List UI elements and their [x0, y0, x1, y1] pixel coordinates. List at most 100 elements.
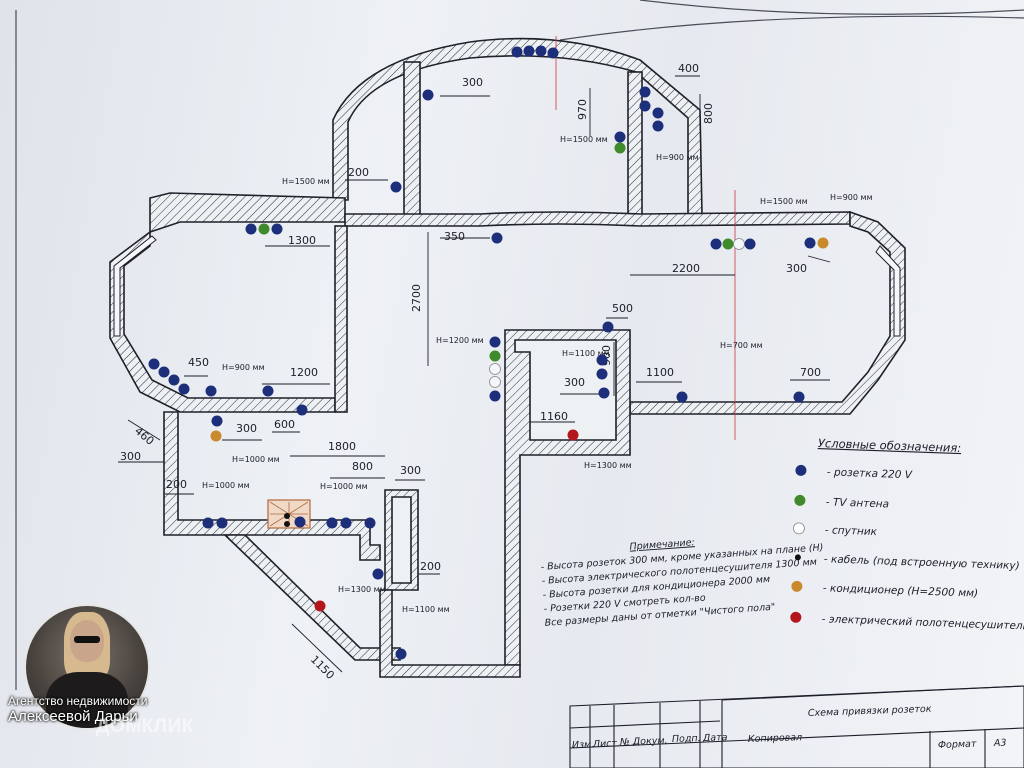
h-label: H=900 мм: [830, 193, 873, 202]
title-block: [569, 685, 1024, 768]
socket-220v-icon: [390, 181, 402, 193]
socket-220v-icon: [168, 374, 180, 386]
agency-line2: Алексеевой Дарьи: [8, 708, 138, 725]
h-label: H=900 мм: [656, 153, 699, 162]
h-label: H=1100 мм: [562, 349, 610, 358]
legend-label: - спутник: [825, 524, 878, 538]
h-label: H=1200 мм: [436, 336, 484, 345]
h-label: H=1000 мм: [232, 455, 280, 464]
cable-icon: [794, 554, 801, 561]
legend-label: - TV антена: [826, 496, 890, 510]
outlet-symbols: [148, 45, 829, 660]
h-label: H=1500 мм: [760, 197, 808, 206]
cable-icon: [284, 513, 290, 519]
socket-220v-icon: [793, 391, 805, 403]
dim-500: 500: [612, 302, 633, 315]
dim-2200: 2200: [672, 262, 700, 275]
legend-label: - кондиционер (Н=2500 мм): [823, 582, 979, 599]
socket-220v-icon: [271, 223, 283, 235]
right-wing-wall: [629, 210, 906, 415]
dim-300-mid: 300: [564, 376, 585, 389]
domclick-watermark: ДОМКЛИК: [96, 716, 194, 737]
agency-line1: Агентство недвижимости: [8, 694, 148, 708]
socket-220v-icon: [326, 517, 338, 529]
h-label: H=1000 мм: [202, 481, 250, 490]
shaft-inner: [391, 496, 412, 584]
socket-220v-icon: [262, 385, 274, 397]
dim-2700: 2700: [410, 284, 423, 312]
socket-220v-icon: [511, 46, 523, 58]
dim-300-left2: 300: [236, 422, 257, 435]
dim-600: 600: [274, 418, 295, 431]
tv-antenna-icon: [614, 142, 626, 154]
dim-200-bath: 200: [166, 478, 187, 491]
socket-220v-icon: [340, 517, 352, 529]
socket-220v-icon: [652, 107, 664, 119]
dim-700: 700: [800, 366, 821, 379]
socket-220v-icon: [596, 354, 608, 366]
dim-300-kitchen: 300: [400, 464, 421, 477]
notes-block: Примечание: - Высота розеток 300 мм, кро…: [540, 537, 823, 629]
socket-220v-icon: [158, 366, 170, 378]
title-block-title: Схема привязки розеток: [808, 704, 932, 719]
legend: Условные обозначения: - розетка 220 V - …: [790, 436, 1024, 632]
socket-220v-icon: [676, 391, 688, 403]
air-conditioner-icon: [817, 237, 829, 249]
legend-title: Условные обозначения:: [818, 436, 962, 455]
agency-caption: Агентство недвижимости Алексеевой Дарьи: [8, 694, 178, 726]
top-arch-wall: [332, 37, 703, 216]
socket-220v-icon: [639, 100, 651, 112]
socket-220v-icon: [178, 383, 190, 395]
socket-220v-icon: [245, 223, 257, 235]
socket-220v-icon: [795, 464, 807, 476]
dim-1100-mid: 1100: [646, 366, 674, 379]
upper-corridor-wall: [344, 211, 851, 227]
left-wing-wall: [109, 230, 336, 413]
socket-220v-icon: [547, 47, 559, 59]
socket-220v-icon: [523, 45, 535, 57]
socket-220v-icon: [296, 404, 308, 416]
dim-450: 450: [188, 356, 209, 369]
socket-220v-icon: [202, 517, 214, 529]
height-labels: H=1500 мм H=1500 мм H=900 мм H=1500 мм H…: [202, 135, 873, 614]
socket-220v-icon: [489, 390, 501, 402]
tv-antenna-icon: [258, 223, 270, 235]
title-block-col: Изм.: [572, 739, 595, 751]
dim-970: 970: [576, 99, 589, 120]
dim-800: 800: [702, 103, 715, 124]
h-label: H=1300 мм: [338, 585, 386, 594]
satellite-icon: [489, 376, 501, 388]
dimension-lines: [118, 75, 831, 673]
towel-dryer-icon: [790, 611, 802, 623]
central-wall: [334, 225, 348, 413]
h-label: H=1000 мм: [320, 482, 368, 491]
dim-800-kitchen: 800: [352, 460, 373, 473]
socket-220v-icon: [614, 131, 626, 143]
satellite-icon: [793, 522, 805, 535]
h-label: H=1300 мм: [584, 461, 632, 470]
dim-400: 400: [678, 62, 699, 75]
h-label: H=1500 мм: [560, 135, 608, 144]
satellite-icon: [733, 238, 745, 250]
dim-300-top: 300: [462, 76, 483, 89]
title-block-texts: Схема привязки розеток Изм. Лист № Докум…: [572, 704, 1007, 751]
title-block-format: Формат: [938, 739, 977, 751]
socket-220v-icon: [602, 321, 614, 333]
title-block-col: № Докум.: [619, 735, 668, 748]
title-block-col: Лист: [592, 738, 618, 750]
dim-200-top: 200: [348, 166, 369, 179]
socket-220v-icon: [422, 89, 434, 101]
cable-icon: [284, 521, 290, 527]
h-label: H=900 мм: [222, 363, 265, 372]
dim-350: 350: [444, 230, 465, 243]
tv-antenna-icon: [489, 350, 501, 362]
socket-220v-icon: [395, 648, 407, 660]
middle-inner-wall: [514, 339, 617, 441]
title-block-col: Подп.: [672, 733, 701, 745]
dim-460: 460: [132, 424, 156, 447]
legend-label: - электрический полотенцесушитель: [822, 613, 1024, 632]
socket-220v-icon: [804, 237, 816, 249]
h-label: H=700 мм: [720, 341, 763, 350]
